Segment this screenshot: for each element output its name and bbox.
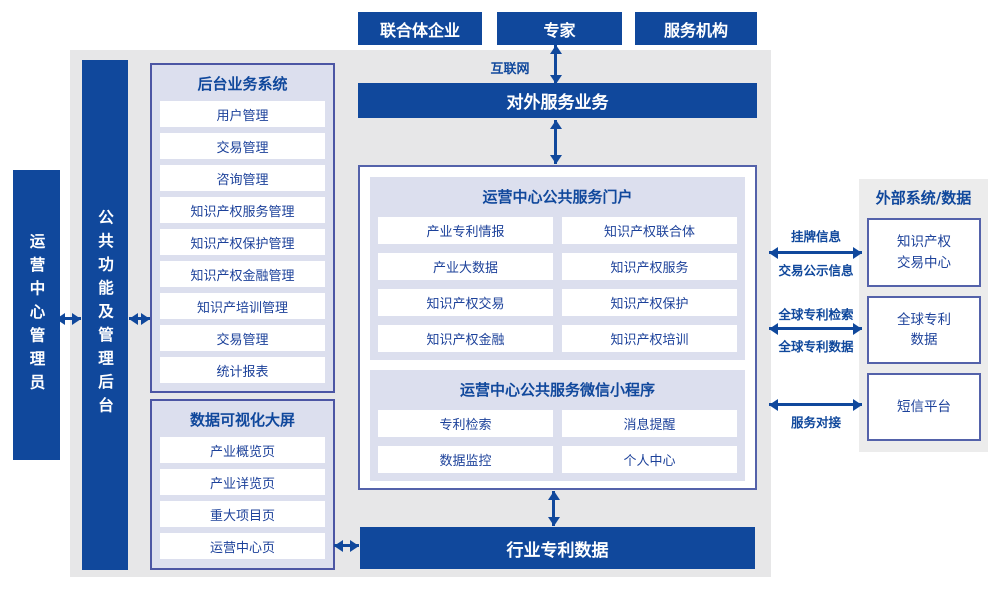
backend-item: 知识产权保护管理 — [160, 229, 325, 255]
trading-center-arrow — [769, 246, 862, 259]
extbox-line: 数据 — [910, 332, 938, 348]
backend-item: 咨询管理 — [160, 165, 325, 191]
panel-title: 数据可视化大屏 — [189, 411, 295, 429]
portal-items: 产业专利情报 知识产权联合体 产业大数据 知识产权服务 知识产权交易 知识产权保… — [378, 217, 737, 352]
extbox-line: 知识产权 — [897, 234, 951, 251]
miniprogram-items: 专利检索 消息提醒 数据监控 个人中心 — [378, 410, 737, 473]
portal-section: 运营中心公共服务门户 产业专利情报 知识产权联合体 产业大数据 知识产权服务 知… — [370, 177, 745, 360]
dashboard-item: 产业详览页 — [160, 469, 325, 495]
miniprogram-item: 消息提醒 — [562, 410, 737, 437]
portal-item: 产业大数据 — [378, 253, 553, 280]
actor-label: 联合体企业 — [379, 20, 460, 40]
portal-item: 知识产权培训 — [562, 325, 737, 352]
data-visualization-panel: 数据可视化大屏 产业概览页 产业详览页 重大项目页 运营中心页 — [150, 399, 335, 570]
backend-business-system-panel: 后台业务系统 用户管理 交易管理 咨询管理 知识产权服务管理 知识产权保护管理 … — [150, 63, 335, 393]
backend-item: 知识产培训管理 — [160, 293, 325, 319]
external-box-global-patent-data: 全球专利 数据 — [867, 296, 981, 364]
internet-connector-arrow — [549, 45, 562, 84]
trade-publicity-label: 交易公示信息 — [778, 263, 854, 278]
portal-title: 运营中心公共服务门户 — [482, 188, 633, 206]
dashboard-to-industry-data-arrow — [334, 539, 359, 552]
dashboard-item: 产业概览页 — [160, 437, 325, 463]
portal-item: 知识产权联合体 — [562, 217, 737, 244]
service-connect-arrow — [769, 398, 862, 411]
industry-patent-data-bar: 行业专利数据 — [360, 527, 755, 569]
backend-item: 知识产权服务管理 — [160, 197, 325, 223]
external-systems-title: 外部系统/数据 — [875, 189, 972, 207]
portal-item: 知识产权金融 — [378, 325, 553, 352]
panel-items: 用户管理 交易管理 咨询管理 知识产权服务管理 知识产权保护管理 知识产权金融管… — [160, 101, 325, 383]
backend-item: 统计报表 — [160, 357, 325, 383]
backend-to-panel-arrow — [129, 312, 150, 325]
service-connect-label: 服务对接 — [790, 415, 841, 430]
extbox-line: 全球专利 — [897, 311, 951, 328]
actor-consortium-enterprise: 联合体企业 — [358, 12, 482, 45]
global-patent-arrow — [769, 322, 862, 335]
listing-info-label: 挂牌信息 — [790, 229, 841, 244]
portal-item: 知识产权服务 — [562, 253, 737, 280]
internet-label: 互联网 — [490, 62, 530, 77]
miniprogram-item: 数据监控 — [378, 446, 553, 473]
panel-title: 后台业务系统 — [197, 75, 288, 93]
miniprogram-title: 运营中心公共服务微信小程序 — [459, 381, 655, 399]
vbar-label: 公共功能及管理后台 — [96, 209, 114, 421]
external-box-sms-platform: 短信平台 — [867, 373, 981, 441]
portal-item: 知识产权交易 — [378, 289, 553, 316]
global-patent-data-label: 全球专利数据 — [778, 339, 854, 354]
backend-item: 交易管理 — [160, 325, 325, 351]
vbar-label: 运营中心管理员 — [27, 232, 46, 398]
actor-label: 专家 — [543, 20, 576, 40]
backend-item: 交易管理 — [160, 133, 325, 159]
actor-expert: 专家 — [497, 12, 622, 45]
portal-to-industry-data-arrow — [547, 491, 560, 526]
admin-to-backend-arrow — [56, 312, 81, 325]
bar-label: 行业专利数据 — [506, 540, 609, 561]
miniprogram-section: 运营中心公共服务微信小程序 专利检索 消息提醒 数据监控 个人中心 — [370, 370, 745, 481]
miniprogram-item: 专利检索 — [378, 410, 553, 437]
service-to-portal-arrow — [549, 120, 562, 164]
dashboard-item: 重大项目页 — [160, 501, 325, 527]
backend-item: 知识产权金融管理 — [160, 261, 325, 287]
miniprogram-item: 个人中心 — [562, 446, 737, 473]
external-service-bar: 对外服务业务 — [358, 83, 757, 118]
bar-label: 对外服务业务 — [506, 93, 609, 113]
dashboard-item: 运营中心页 — [160, 533, 325, 559]
actor-service-organization: 服务机构 — [635, 12, 757, 45]
operation-center-admin-bar: 运营中心管理员 — [13, 170, 60, 460]
extbox-line: 短信平台 — [897, 398, 951, 415]
panel-items: 产业概览页 产业详览页 重大项目页 运营中心页 — [160, 437, 325, 559]
extbox-line: 交易中心 — [897, 254, 951, 271]
external-box-ip-trading-center: 知识产权 交易中心 — [867, 218, 981, 287]
portal-item: 产业专利情报 — [378, 217, 553, 244]
portal-item: 知识产权保护 — [562, 289, 737, 316]
public-function-backend-bar: 公共功能及管理后台 — [82, 60, 128, 570]
public-service-container: 运营中心公共服务门户 产业专利情报 知识产权联合体 产业大数据 知识产权服务 知… — [358, 165, 757, 490]
actor-label: 服务机构 — [663, 20, 728, 40]
global-patent-search-label: 全球专利检索 — [778, 307, 854, 322]
backend-item: 用户管理 — [160, 101, 325, 127]
